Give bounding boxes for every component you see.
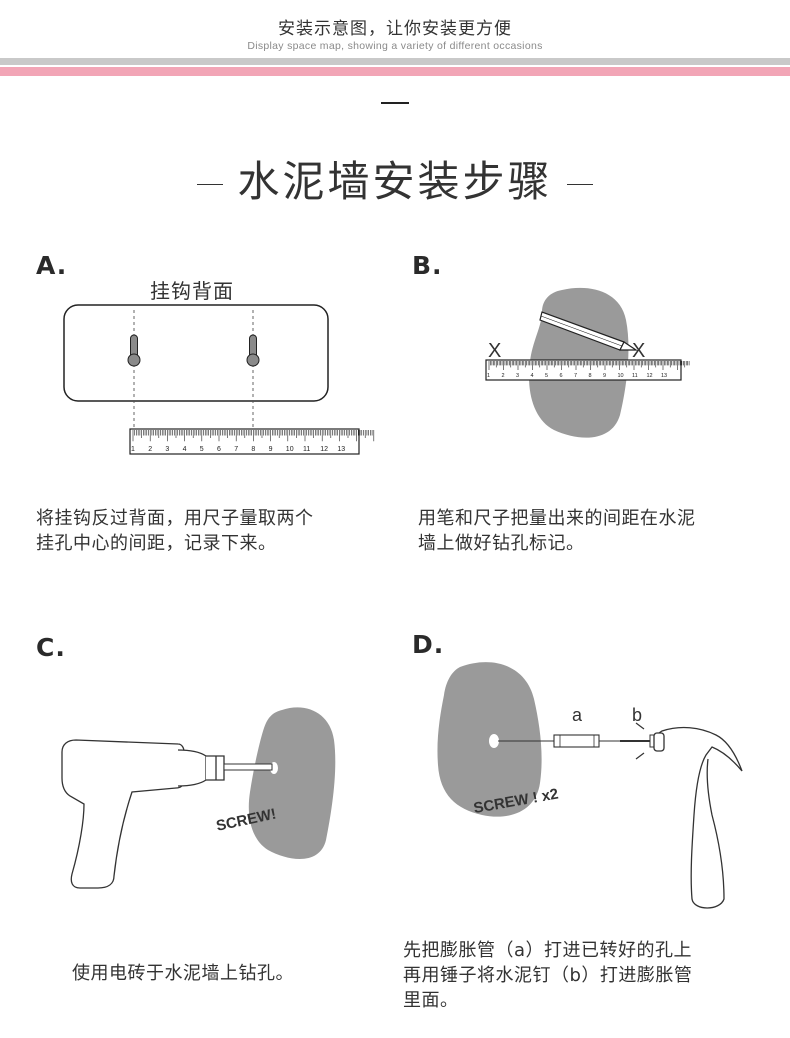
step-d-desc-line-2: 再用锤子将水泥钉（b）打进膨胀管	[403, 965, 693, 986]
ruler-number: 7	[574, 373, 577, 379]
step-a-desc-line-1: 将挂钩反过背面，用尺子量取两个	[36, 508, 314, 529]
pencil-icon	[539, 311, 638, 351]
ruler-number: 6	[560, 373, 563, 379]
label-b: b	[632, 705, 642, 725]
ruler-number: 3	[165, 446, 169, 453]
main-title-text: 水泥墙安装步骤	[237, 157, 553, 206]
title-dash-right	[566, 183, 593, 186]
ruler-number: 7	[234, 446, 238, 453]
ruler-number: 2	[502, 373, 505, 379]
step-d-letter: D.	[412, 630, 445, 659]
step-a-description: 将挂钩反过背面，用尺子量取两个 挂孔中心的间距，记录下来。	[36, 506, 314, 556]
ruler-number: 3	[516, 373, 519, 379]
header-subtitle: Display space map, showing a variety of …	[247, 40, 543, 52]
main-title: 水泥墙安装步骤	[0, 148, 790, 209]
step-a-letter: A.	[36, 251, 68, 280]
impact-lines-icon	[632, 722, 645, 760]
ruler-number: 11	[303, 446, 310, 453]
title-dash-left	[197, 183, 224, 186]
ruler-number: 13	[337, 446, 345, 453]
header-title: 安装示意图，让你安装更方便	[278, 19, 512, 39]
ruler-number: 8	[251, 446, 255, 453]
header-gray-bar	[0, 58, 790, 65]
hammer-icon	[653, 726, 743, 909]
ruler-number: 9	[269, 446, 273, 453]
step-c-letter: C.	[36, 633, 66, 662]
ruler-number: 1	[487, 373, 490, 379]
step-b-desc-line-2: 墙上做好钻孔标记。	[418, 533, 585, 554]
ruler-number: 2	[148, 446, 152, 453]
step-d-hammer-figure: a b SCREW ! x2	[437, 662, 743, 909]
step-d-desc-line-3: 里面。	[403, 990, 459, 1011]
drill-icon	[61, 739, 273, 889]
keyhole-right-icon	[246, 334, 260, 367]
ruler-number: 5	[200, 446, 204, 453]
wall-patch	[248, 707, 336, 860]
step-d-desc-line-1: 先把膨胀管（a）打进已转好的孔上	[403, 940, 693, 961]
ruler-number: 4	[183, 446, 187, 453]
ruler-number: 10	[618, 373, 624, 379]
step-c-desc-line-1: 使用电砖于水泥墙上钻孔。	[72, 963, 294, 984]
ruler-number: 11	[632, 373, 638, 379]
mark-left: X	[488, 340, 501, 362]
ruler-number: 9	[603, 373, 606, 379]
section-divider	[381, 102, 409, 104]
ruler-number: 6	[217, 446, 221, 453]
step-b-desc-line-1: 用笔和尺子把量出来的间距在水泥	[418, 508, 696, 529]
step-d-description: 先把膨胀管（a）打进已转好的孔上 再用锤子将水泥钉（b）打进膨胀管 里面。	[403, 938, 692, 1013]
header-pink-bar	[0, 67, 790, 76]
ruler-number: 4	[531, 373, 534, 379]
ruler-number: 12	[647, 373, 653, 379]
step-c-drill-figure: SCREW!	[61, 707, 336, 889]
step-b-description: 用笔和尺子把量出来的间距在水泥 墙上做好钻孔标记。	[418, 506, 696, 556]
ruler-number: 8	[589, 373, 592, 379]
ruler-number: 10	[286, 446, 294, 453]
anchor-sleeve-icon	[553, 734, 600, 748]
drilled-hole	[489, 734, 499, 748]
label-a: a	[572, 705, 583, 725]
hook-plate	[63, 304, 329, 402]
step-b-letter: B.	[412, 251, 443, 280]
keyhole-left-icon	[127, 334, 141, 367]
ruler-number: 13	[661, 373, 667, 379]
ruler-number: 12	[320, 446, 328, 453]
ruler-number: 1	[131, 446, 135, 453]
step-a-desc-line-2: 挂孔中心的间距，记录下来。	[36, 533, 277, 554]
ruler-number: 5	[545, 373, 548, 379]
step-a-figure-label: 挂钩背面	[150, 279, 234, 303]
mark-right: X	[632, 340, 645, 362]
step-c-description: 使用电砖于水泥墙上钻孔。	[72, 961, 294, 986]
